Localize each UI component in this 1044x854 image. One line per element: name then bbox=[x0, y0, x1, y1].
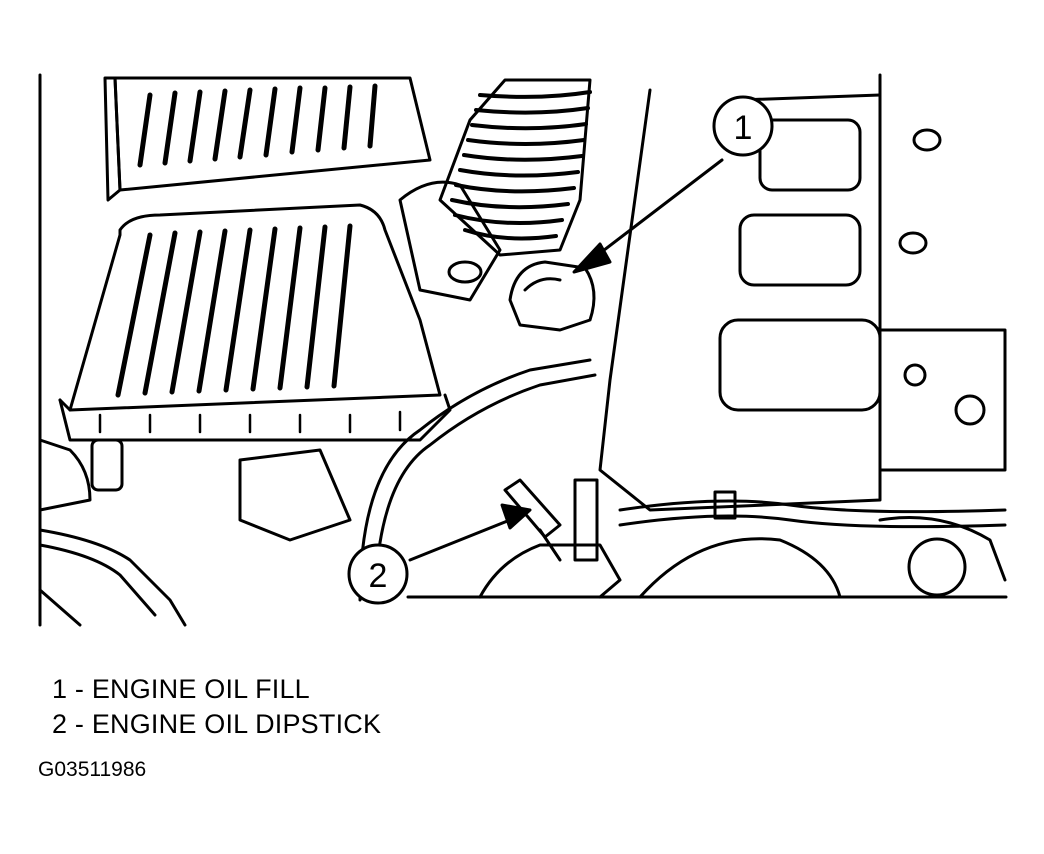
oil-fill-cap bbox=[508, 260, 596, 332]
frame-lines bbox=[38, 73, 1008, 627]
lower-components bbox=[38, 438, 1007, 627]
engine-block bbox=[598, 88, 1007, 512]
callout-2-number: 2 bbox=[369, 557, 388, 595]
callout-1-number: 1 bbox=[734, 109, 753, 147]
callout-1: 1 bbox=[712, 95, 774, 157]
legend: 1 - ENGINE OIL FILL 2 - ENGINE OIL DIPST… bbox=[52, 672, 381, 742]
legend-number: 2 bbox=[52, 709, 68, 739]
intake-duct bbox=[398, 78, 592, 302]
dipstick-handle bbox=[503, 478, 562, 562]
legend-separator: - bbox=[74, 674, 85, 704]
engine-bay-illustration: 1 2 bbox=[38, 73, 1008, 627]
legend-text: ENGINE OIL DIPSTICK bbox=[91, 709, 382, 739]
callout-1-circle bbox=[712, 95, 774, 157]
callout-2-circle bbox=[347, 543, 409, 605]
callout-2: 2 bbox=[347, 543, 409, 605]
legend-number: 1 bbox=[52, 674, 68, 704]
callout-2-leader bbox=[408, 518, 512, 562]
figure-id: G03511986 bbox=[38, 758, 147, 781]
legend-separator: - bbox=[74, 709, 85, 739]
callout-1-arrowhead bbox=[572, 242, 612, 274]
air-cleaner-body bbox=[58, 203, 452, 442]
callout-1-leader bbox=[593, 158, 724, 259]
legend-item-engine-oil-fill: 1 - ENGINE OIL FILL bbox=[52, 672, 381, 707]
callout-2-arrowhead bbox=[500, 503, 532, 530]
legend-text: ENGINE OIL FILL bbox=[91, 674, 310, 704]
wiring-harness bbox=[358, 358, 1007, 602]
air-cleaner-lid bbox=[103, 76, 432, 202]
legend-item-engine-oil-dipstick: 2 - ENGINE OIL DIPSTICK bbox=[52, 707, 381, 742]
